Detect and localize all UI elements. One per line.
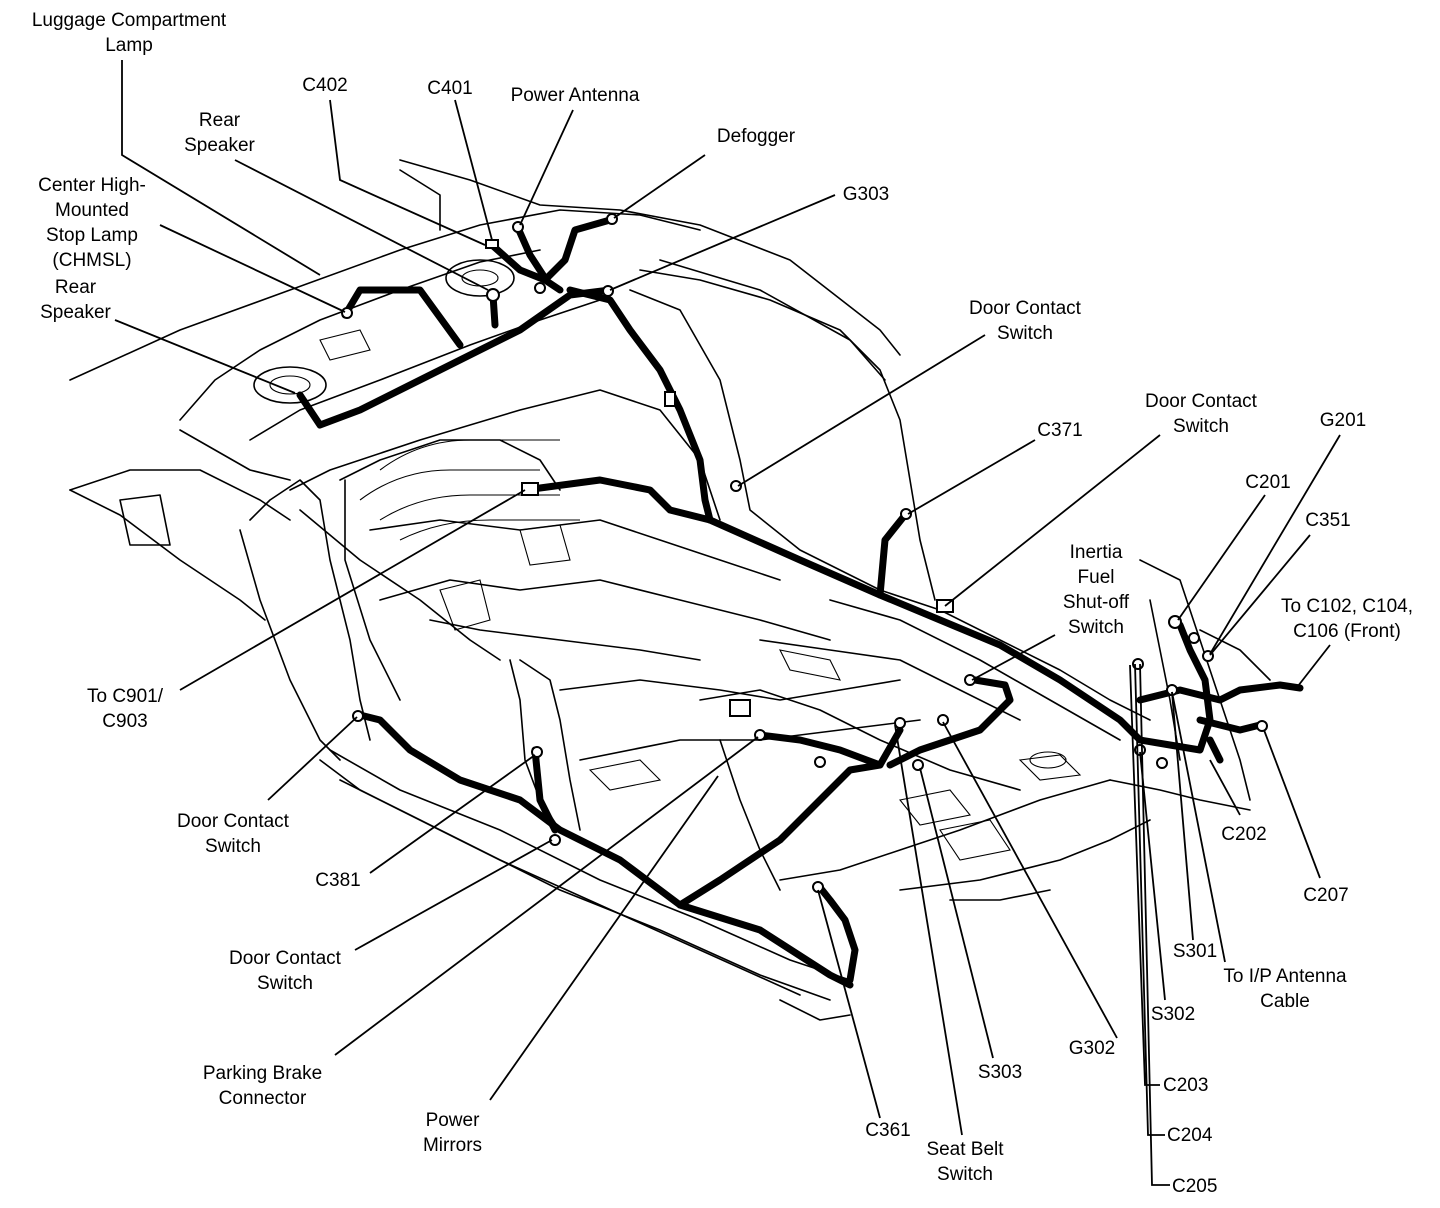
label-rear-speaker-left: Rear Speaker	[40, 277, 111, 323]
label-c201: C201	[1245, 472, 1291, 493]
label-c371: C371	[1037, 420, 1083, 441]
label-c205: C205	[1172, 1176, 1218, 1197]
label-c351: C351	[1305, 510, 1351, 531]
label-door-contact-switch-left: Door Contact Switch	[177, 811, 289, 857]
label-g302: G302	[1068, 1038, 1116, 1059]
label-to-c102-c104-c106: To C102, C104, C106 (Front)	[1280, 596, 1414, 642]
label-c203: C203	[1163, 1075, 1209, 1096]
label-door-contact-switch-upper: Door Contact Switch	[969, 298, 1081, 344]
label-to-c901-c903: To C901/ C903	[86, 686, 164, 732]
label-c202: C202	[1221, 824, 1267, 845]
label-defogger: Defogger	[716, 126, 796, 147]
label-parking-brake-connector: Parking Brake Connector	[202, 1063, 323, 1109]
label-door-contact-switch-lower: Door Contact Switch	[229, 948, 341, 994]
label-c381: C381	[315, 870, 361, 891]
leader-lines	[114, 60, 1341, 1186]
label-c361: C361	[865, 1120, 911, 1141]
label-c207: C207	[1303, 885, 1349, 906]
label-power-antenna: Power Antenna	[510, 85, 640, 106]
label-seat-belt-switch: Seat Belt Switch	[926, 1139, 1004, 1185]
label-s301: S301	[1172, 941, 1218, 962]
vehicle-body	[69, 159, 1271, 1021]
label-c204: C204	[1167, 1125, 1213, 1146]
label-inertia-fuel-shutoff-switch: Inertia Fuel Shut-off Switch	[1062, 542, 1130, 638]
label-g201: G201	[1319, 410, 1367, 431]
label-c401: C401	[427, 78, 473, 99]
label-s302: S302	[1150, 1004, 1196, 1025]
label-rear-speaker-top: Rear Speaker	[184, 110, 255, 156]
label-s303: S303	[977, 1062, 1023, 1083]
label-c402: C402	[302, 75, 348, 96]
wire-harness	[296, 216, 1304, 989]
label-door-contact-switch-right: Door Contact Switch	[1145, 391, 1257, 437]
label-luggage-compartment-lamp: Luggage Compartment Lamp	[31, 10, 227, 56]
label-chmsl: Center High- Mounted Stop Lamp (CHMSL)	[38, 175, 146, 271]
label-g303: G303	[842, 184, 890, 205]
label-power-mirrors: Power Mirrors	[422, 1110, 483, 1156]
label-to-ip-antenna-cable: To I/P Antenna Cable	[1223, 966, 1347, 1012]
